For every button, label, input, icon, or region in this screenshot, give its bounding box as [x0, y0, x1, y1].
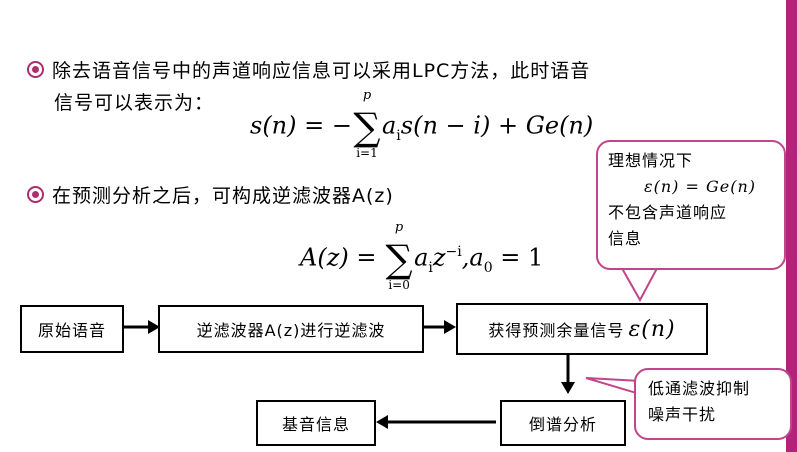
equation-inverse-filter: A(z) = p ∑i=0 aiz−i,a0 = 1 — [300, 220, 544, 292]
sigma-icon: ∑ — [353, 105, 381, 149]
callout-ideal-line3: 信息 — [608, 229, 643, 248]
bullet-1-line2: 信号可以表示为： — [54, 92, 215, 114]
eq2-upper: p — [394, 220, 404, 235]
eq1-a: a — [381, 111, 397, 140]
eq2-sum: p ∑i=0 — [384, 220, 414, 292]
eq2-lhs: A(z) = — [300, 243, 385, 272]
callout-ideal-formula: ε(n) = Ge(n) — [644, 177, 756, 196]
bullet-1: 除去语音信号中的声道响应信息可以采用LPC方法，此时语音 — [27, 56, 590, 86]
callout-ideal: 理想情况下 ε(n) = Ge(n) 不包含声道响应 信息 — [596, 140, 786, 270]
eq2-z-sup: −i — [445, 243, 462, 260]
eq2-a-sub: i — [428, 259, 433, 276]
callout-filter: 低通滤波抑制 噪声干扰 — [634, 368, 792, 440]
box-cepstrum: 倒谱分析 — [500, 400, 626, 446]
bullet-2: 在预测分析之后，可构成逆滤波器A(z) — [27, 181, 394, 211]
bullet-icon — [27, 61, 44, 78]
eq2-a: a — [414, 243, 429, 272]
bullet-2-line1: 在预测分析之后，可构成逆滤波器A(z) — [52, 185, 394, 207]
callout-ideal-line1: 理想情况下 — [608, 151, 694, 170]
callout-filter-line2: 噪声干扰 — [648, 405, 717, 424]
eq1-rhs: s(n − i) + Ge(n) — [400, 111, 594, 140]
box-original-speech: 原始语音 — [20, 305, 124, 353]
eq2-a0-sub: 0 — [483, 259, 493, 276]
eq1-a-sub: i — [396, 127, 401, 144]
bullet-1-cont: 信号可以表示为： — [54, 88, 214, 118]
arrow-1-head — [148, 320, 160, 334]
box-pitch-info: 基音信息 — [256, 400, 376, 446]
callout-filter-line1: 低通滤波抑制 — [648, 379, 751, 398]
box-residual-symbol: ε(n) — [628, 316, 676, 342]
box-inverse-filter: 逆滤波器A(z)进行逆滤波 — [158, 305, 424, 353]
arrow-2-head — [444, 320, 456, 334]
box-cepstrum-label: 倒谱分析 — [528, 415, 597, 434]
eq2-a0: ,a — [461, 243, 484, 272]
arrow-3-head — [561, 382, 575, 394]
eq2-z: z — [432, 243, 446, 272]
box-residual-label: 获得预测余量信号 — [488, 321, 625, 340]
eq1-lhs: s(n) = − — [250, 111, 352, 140]
eq2-eq1: = 1 — [492, 243, 544, 272]
bullet-1-line1: 除去语音信号中的声道响应信息可以采用LPC方法，此时语音 — [52, 60, 591, 82]
bullet-icon — [27, 186, 44, 203]
eq1-upper: p — [362, 88, 372, 103]
box-inverse-filter-label: 逆滤波器A(z)进行逆滤波 — [196, 321, 386, 340]
arrow-4-head — [376, 415, 388, 429]
eq1-sum: p ∑i=1 — [352, 88, 382, 160]
box-pitch-info-label: 基音信息 — [281, 415, 350, 434]
slide-right-border — [786, 0, 797, 452]
callout-ideal-line2: 不包含声道响应 — [608, 203, 728, 222]
eq2-lower: i=0 — [388, 278, 410, 292]
eq1-lower: i=1 — [356, 146, 378, 160]
box-original-speech-label: 原始语音 — [37, 321, 106, 340]
sigma-icon: ∑ — [385, 237, 413, 281]
